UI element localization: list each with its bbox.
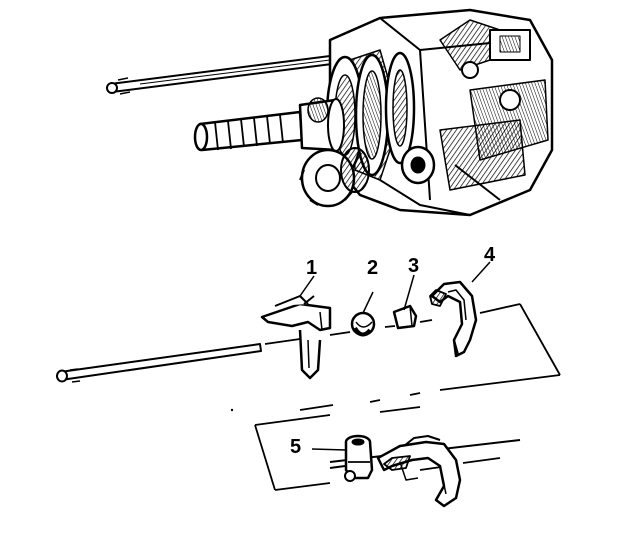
gear-cluster — [299, 51, 436, 208]
callout-4-label: 4 — [484, 244, 496, 266]
transmission-assembly — [106, 8, 554, 217]
callout-5-label: 5 — [290, 436, 302, 458]
upper-shift-rail — [56, 343, 262, 383]
part-5-shift-lug — [311, 434, 374, 482]
callout-3-label: 3 — [408, 255, 420, 277]
lower-exploded-group — [311, 434, 521, 508]
part-2-ball — [350, 291, 376, 337]
upper-exploded-group — [56, 261, 561, 491]
part-4-shift-fork — [429, 261, 491, 358]
callout-1-leader — [299, 275, 315, 297]
upper-shift-rail-assembled — [106, 55, 333, 95]
axis-line-upper — [264, 303, 521, 345]
part-1-shift-fork — [260, 295, 332, 380]
stray-mark — [230, 408, 234, 412]
callout-1-label: 1 — [306, 257, 318, 279]
input-shaft — [193, 97, 345, 152]
callout-2-label: 2 — [367, 257, 379, 279]
exploded-path-outline — [254, 303, 561, 491]
lower-shift-fork — [376, 435, 462, 508]
part-3-interlock-plunger — [392, 274, 418, 330]
